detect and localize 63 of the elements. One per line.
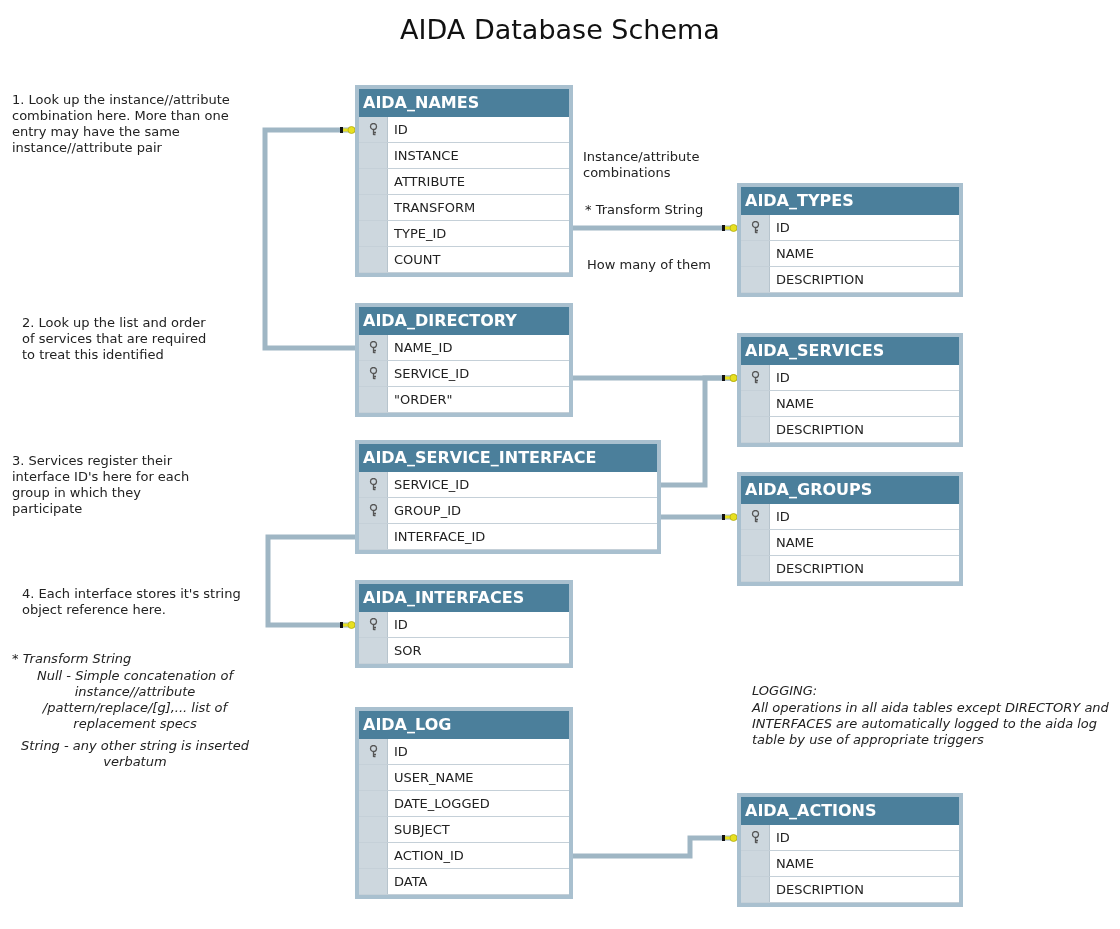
column-name: TRANSFORM [393, 199, 476, 217]
column-name: GROUP_ID [393, 502, 462, 520]
table-header: AIDA_LOG [359, 711, 569, 739]
database-table [355, 707, 573, 899]
column-name: DESCRIPTION [775, 271, 864, 289]
table-header: AIDA_GROUPS [741, 476, 959, 504]
column-name: ID [775, 219, 790, 237]
column-name: ID [775, 829, 790, 847]
note-text: String - any other string is inserted verbatum [20, 738, 250, 770]
database-table [355, 440, 661, 554]
database-table [737, 793, 963, 907]
database-table [355, 580, 573, 668]
note-text: How many of them [587, 257, 712, 273]
column-name: INSTANCE [393, 147, 459, 165]
note-text: 4. Each interface stores it's string object reference here. [22, 586, 242, 618]
note-text: 2. Look up the list and order of services that are required to treat this identified [22, 315, 208, 363]
column-name: ID [775, 369, 790, 387]
column-name: COUNT [393, 251, 441, 269]
database-table [737, 333, 963, 447]
column-name: ID [393, 616, 408, 634]
column-name: NAME_ID [393, 339, 453, 357]
column-name: ID [393, 121, 408, 139]
table-header: AIDA_SERVICES [741, 337, 959, 365]
column-name: DATA [393, 873, 428, 891]
column-name: DATE_LOGGED [393, 795, 490, 813]
table-header: AIDA_ACTIONS [741, 797, 959, 825]
table-header: AIDA_INTERFACES [359, 584, 569, 612]
column-name: SERVICE_ID [393, 476, 470, 494]
column-name: INTERFACE_ID [393, 528, 486, 546]
column-name: USER_NAME [393, 769, 474, 787]
column-name: DESCRIPTION [775, 881, 864, 899]
note-text: All operations in all aida tables except DIRECTORY and INTERFACES are automatically logged to the aida log table by use of appropriate triggers [752, 700, 1110, 748]
table-header: AIDA_TYPES [741, 187, 959, 215]
column-name: DESCRIPTION [775, 560, 864, 578]
database-table [355, 303, 573, 417]
diagram-title: AIDA Database Schema [399, 14, 721, 45]
note-text: LOGGING: [752, 683, 819, 699]
database-table [737, 183, 963, 297]
column-name: DESCRIPTION [775, 421, 864, 439]
column-name: SUBJECT [393, 821, 450, 839]
note-text: * Transform String [12, 651, 133, 667]
note-text: * Transform String [585, 202, 705, 218]
column-name: NAME [775, 245, 815, 263]
column-name: SERVICE_ID [393, 365, 470, 383]
column-name: NAME [775, 534, 815, 552]
column-name: ATTRIBUTE [393, 173, 465, 191]
database-table [355, 85, 573, 277]
column-name: NAME [775, 395, 815, 413]
table-header: AIDA_NAMES [359, 89, 569, 117]
column-name: NAME [775, 855, 815, 873]
table-header: AIDA_SERVICE_INTERFACE [359, 444, 657, 472]
column-name: TYPE_ID [393, 225, 447, 243]
note-text: 1. Look up the instance//attribute combination here. More than one entry may have the same instance//attribute pair [12, 92, 231, 156]
column-name: ID [775, 508, 790, 526]
database-table [737, 472, 963, 586]
column-name: ID [393, 743, 408, 761]
note-text: Null - Simple concatenation of instance//attribute /pattern/replace/[g],... list of replacement specs [36, 668, 236, 732]
table-header: AIDA_DIRECTORY [359, 307, 569, 335]
column-name: ACTION_ID [393, 847, 464, 865]
column-name: "ORDER" [393, 391, 453, 409]
column-name: SOR [393, 642, 422, 660]
note-text: 3. Services register their interface ID's here for each group in which they participate [12, 453, 191, 517]
note-text: Instance/attribute combinations [583, 149, 701, 181]
